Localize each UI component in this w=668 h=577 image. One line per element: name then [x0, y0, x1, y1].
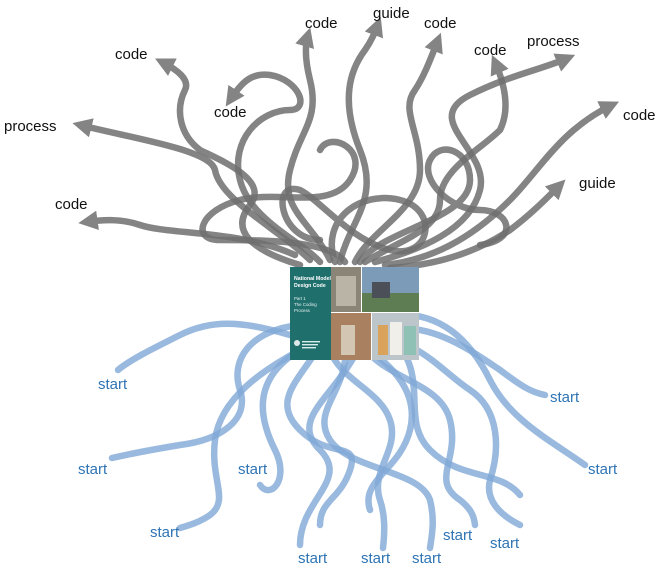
output-label: code [474, 42, 507, 59]
output-path-tangle [199, 138, 359, 266]
input-path [386, 311, 589, 469]
output-label: code [55, 196, 88, 213]
output-path-code-left [155, 58, 304, 269]
cover-photo-bottom-right-house-a [378, 325, 388, 355]
output-label: code [214, 104, 247, 121]
output-paths [72, 16, 620, 272]
output-path-code-right [361, 54, 509, 266]
input-path [326, 346, 396, 552]
output-labels: code guide code code process code code p… [4, 5, 656, 213]
cover-photo-top-right-house [372, 282, 390, 298]
output-label: process [4, 118, 57, 135]
input-path [114, 320, 294, 374]
input-label: start [412, 550, 442, 567]
output-path-process-left [72, 118, 314, 264]
input-path [366, 331, 524, 529]
cover-photo-bottom-left-detail [341, 325, 355, 355]
output-path-guide [336, 16, 384, 266]
input-label: start [150, 524, 180, 541]
cover-photo-bottom-right-house-b [390, 322, 402, 355]
output-path-code-top [284, 27, 334, 264]
input-labels: start start start start start start star… [78, 376, 618, 567]
input-label: start [298, 550, 328, 567]
input-label: start [238, 461, 268, 478]
output-path-code-mid [225, 71, 324, 266]
cover-part-line1: Part 1 [294, 296, 306, 301]
input-label: start [490, 535, 520, 552]
output-label: code [305, 15, 338, 32]
output-label: code [115, 46, 148, 63]
output-label: guide [579, 175, 616, 192]
cover-part-line3: Process [294, 308, 311, 313]
output-path-code-top-right [351, 32, 443, 266]
input-path [321, 341, 436, 552]
cover-photo-top-right-ground [362, 293, 419, 312]
input-path [256, 346, 304, 494]
cover-title-line1: National Model [294, 276, 331, 282]
input-label: start [588, 461, 618, 478]
input-path [391, 336, 524, 499]
input-paths [108, 311, 589, 552]
input-path [108, 321, 304, 462]
input-label: start [78, 461, 108, 478]
cover-title-line2: Design Code [294, 283, 326, 289]
royal-crest-icon [294, 340, 320, 349]
output-path-code-far-right [381, 101, 620, 269]
output-label: code [424, 15, 457, 32]
output-path-process-right [371, 53, 576, 266]
cover-part-line2: The Coding [294, 302, 317, 307]
input-label: start [361, 550, 391, 567]
input-path [176, 341, 314, 532]
input-label: start [550, 389, 580, 406]
input-label: start [443, 527, 473, 544]
document-cover: National Model Design Code Part 1 The Co… [290, 267, 419, 360]
output-label: process [527, 33, 580, 50]
input-path [296, 351, 359, 549]
cover-photo-top-left-detail [336, 276, 356, 306]
output-path-tangle [356, 146, 510, 266]
output-label: guide [373, 5, 410, 22]
cover-photo-bottom-right-house-c [404, 326, 416, 355]
output-label: code [623, 107, 656, 124]
input-label: start [98, 376, 128, 393]
